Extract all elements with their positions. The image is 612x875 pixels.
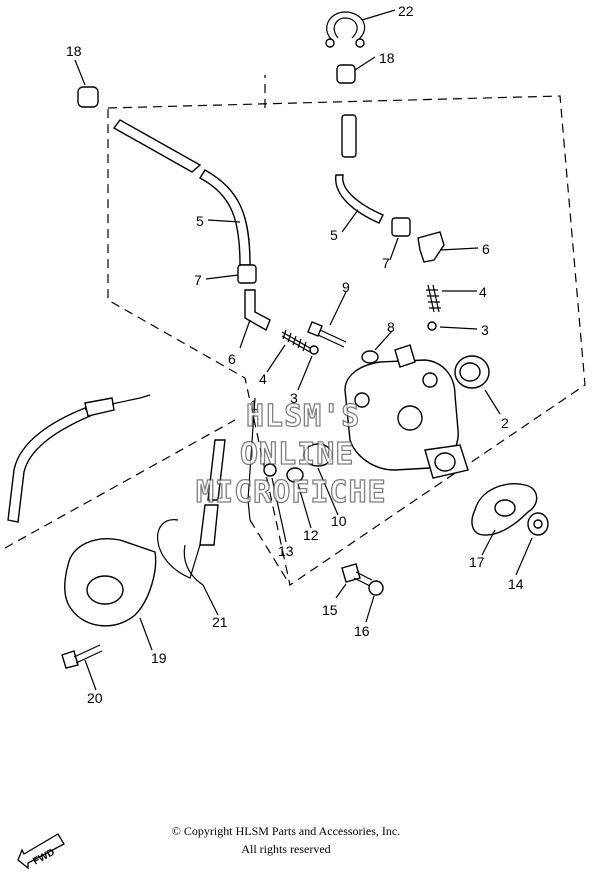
callout-13: 13 <box>278 543 294 559</box>
callout-14: 14 <box>508 576 524 592</box>
hose-5-right <box>335 114 411 237</box>
callout-9: 9 <box>342 279 350 295</box>
gear-10 <box>303 443 333 467</box>
callout-15: 15 <box>322 602 338 618</box>
washer-16 <box>368 580 384 596</box>
callout-21: 21 <box>212 614 228 630</box>
bolt-20 <box>61 644 103 669</box>
callout-5-right: 5 <box>330 227 338 243</box>
callout-19: 19 <box>151 650 167 666</box>
clip-22 <box>325 11 366 48</box>
cap-18-left <box>77 86 99 108</box>
callout-5-left: 5 <box>196 213 204 229</box>
callout-7-right: 7 <box>382 255 390 271</box>
callout-3-right: 3 <box>481 322 489 338</box>
callout-17: 17 <box>469 554 485 570</box>
ball-3-right <box>427 321 437 331</box>
pump-body-1 <box>344 344 469 479</box>
watermark-line-1: HLSM'S <box>246 399 360 434</box>
callout-18-left: 18 <box>66 43 82 59</box>
washer-14 <box>527 512 549 536</box>
bolt-15 <box>341 563 373 587</box>
fitting-6-right <box>417 231 445 263</box>
oring-8 <box>361 350 379 364</box>
callout-1: 1 <box>250 397 258 413</box>
callout-7-left: 7 <box>194 272 202 288</box>
spring-4-right <box>426 284 441 313</box>
fitting-6-left <box>244 289 271 332</box>
copyright-text: © Copyright HLSM Parts and Accessories, … <box>171 824 401 838</box>
hose-5-left <box>112 119 257 284</box>
callout-10: 10 <box>331 513 347 529</box>
callout-3-left: 3 <box>290 390 298 406</box>
callout-6-left: 6 <box>228 351 236 367</box>
boundary-leader-bottom <box>249 519 291 586</box>
callout-4-right: 4 <box>479 284 487 300</box>
cover-19 <box>64 538 157 627</box>
callout-16: 16 <box>354 623 370 639</box>
spring-4-left <box>281 329 311 353</box>
cable-left <box>7 394 151 523</box>
screw-9 <box>307 321 347 348</box>
fwd-arrow-icon: FWD <box>17 833 65 870</box>
callout-2: 2 <box>501 415 509 431</box>
pin-13 <box>263 463 277 477</box>
callout-18-right: 18 <box>379 50 395 66</box>
callout-4-left: 4 <box>259 371 267 387</box>
callout-20: 20 <box>87 690 103 706</box>
leader-lines <box>74 9 533 691</box>
gasket-17 <box>471 483 538 536</box>
callout-8: 8 <box>387 319 395 335</box>
watermark-line-2: ONLINE <box>240 437 354 472</box>
seal-2 <box>454 355 490 389</box>
watermark-line-3: MICROFICHE <box>196 475 387 510</box>
rights-text: All rights reserved <box>241 842 331 856</box>
cap-18-right <box>336 64 356 84</box>
washer-12 <box>286 467 304 483</box>
callout-12: 12 <box>303 527 319 543</box>
ball-3-left <box>309 345 319 355</box>
callout-22: 22 <box>398 3 414 19</box>
callout-6-right: 6 <box>482 241 490 257</box>
cable-21 <box>157 439 226 579</box>
